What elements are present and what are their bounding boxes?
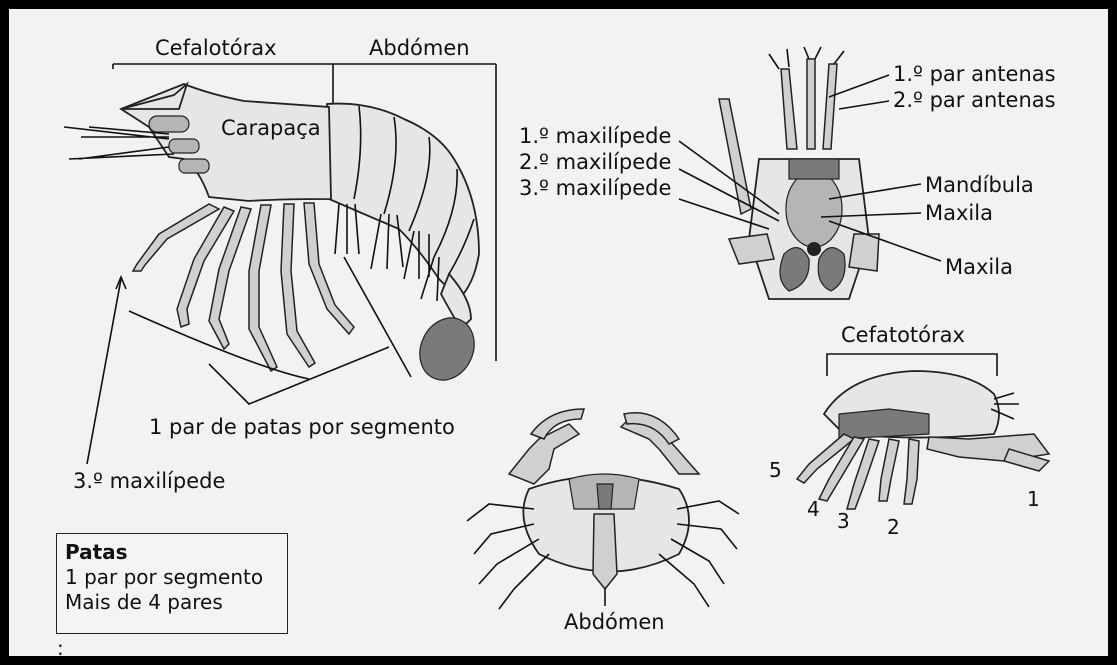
shrimp-label-abdomen: Abdómen — [369, 36, 470, 60]
crab-illustration: Abdómen — [466, 408, 740, 634]
shrimp-label-cephalothorax: Cefalotórax — [155, 36, 277, 60]
shrimp-abdomen — [326, 102, 480, 301]
crab-right-pincer — [623, 412, 681, 445]
mouthparts-right-maxilliped — [848, 233, 880, 272]
mouthparts-head — [788, 158, 840, 180]
hermit-leg-4 — [817, 436, 866, 502]
antenna-stalk-1 — [780, 68, 798, 150]
label-first-maxilliped: 1.º maxilípede — [519, 124, 671, 148]
maxilla-left — [779, 247, 810, 292]
diagram-canvas: Cefalotórax Abdómen Carapaça 1 par de pa… — [57, 36, 1056, 656]
shrimp-leg-4 — [248, 204, 278, 373]
antennae-leaders — [828, 74, 890, 110]
shrimp-label-maxilliped: 3.º maxilípede — [73, 469, 225, 493]
crab-label-abdomen: Abdómen — [564, 610, 665, 634]
label-maxila-2: Maxila — [945, 255, 1013, 279]
antenna-stalk-2 — [806, 58, 816, 150]
mandible-maxila-leaders — [820, 183, 942, 262]
shrimp-bracket — [112, 63, 497, 361]
antenna-base-2 — [178, 158, 210, 174]
shrimp-eye — [148, 115, 190, 133]
shrimp-leg-5 — [280, 203, 316, 369]
hermit-leg-2 — [878, 438, 900, 502]
shrimp-illustration: Cefalotórax Abdómen Carapaça 1 par de pa… — [63, 36, 497, 493]
mouth-opening — [807, 242, 821, 256]
shrimp-tail-fan — [419, 317, 475, 381]
hermit-leg-3 — [846, 438, 880, 510]
hermit-underside — [838, 408, 930, 440]
legs-pointer — [208, 346, 390, 405]
hermit-bracket — [826, 353, 998, 376]
shrimp-rostrum — [120, 81, 189, 110]
shrimp-leg-2 — [176, 206, 236, 329]
shrimp-leg-1 — [131, 203, 221, 272]
legend-title: Patas — [65, 540, 128, 564]
maxilliped-leaders — [678, 140, 780, 230]
crab-left-pincer — [529, 408, 586, 440]
hermit-leg-number-1: 1 — [1027, 487, 1040, 511]
hermit-label-cephalothorax: Cefatotórax — [841, 323, 965, 347]
legs-curve — [128, 310, 310, 380]
hermit-leg-number-5: 5 — [769, 458, 782, 482]
shrimp-leg-3 — [208, 206, 252, 351]
crab-left-claw-arm — [507, 423, 581, 485]
label-maxila-1: Maxila — [925, 201, 993, 225]
label-first-antennae: 1.º par antenas — [893, 62, 1056, 86]
label-third-maxilliped: 3.º maxilípede — [519, 176, 671, 200]
hermit-illustration: Cefatotórax 1 2 3 4 5 — [769, 323, 1051, 539]
legend-line-2: Mais de 4 pares — [65, 590, 223, 614]
maxilla-right — [817, 247, 846, 292]
mouthparts-left-maxilliped — [727, 233, 775, 265]
abdomen-segments — [353, 105, 475, 275]
crab-right-legs — [658, 500, 740, 608]
maxilliped-arrow — [86, 274, 127, 465]
crab-abdomen-flap — [592, 513, 618, 591]
shrimp-leg-6 — [303, 202, 355, 336]
hermit-leg-number-2: 2 — [887, 515, 900, 539]
footer-mark: : — [57, 636, 64, 656]
legend-box: Patas 1 par por segmento Mais de 4 pares — [56, 533, 288, 634]
hermit-leg-2b — [903, 438, 920, 505]
shrimp-label-carapace: Carapaça — [221, 116, 321, 140]
label-mandible: Mandíbula — [925, 173, 1034, 197]
legs-pointer-2 — [343, 256, 412, 378]
mouthparts-left-appendage — [718, 98, 752, 216]
shrimp-swimmerets — [334, 203, 440, 302]
shrimp-antennae — [63, 126, 175, 160]
antenna-tips — [768, 46, 845, 70]
antenna-base — [168, 138, 200, 154]
shrimp-carapace — [119, 83, 332, 202]
crab-left-legs — [466, 503, 550, 610]
hermit-antennae — [990, 392, 1019, 420]
label-second-antennae: 2.º par antenas — [893, 88, 1056, 112]
hermit-leg-number-4: 4 — [807, 497, 820, 521]
legend-line-1: 1 par por segmento — [65, 565, 264, 589]
mandible-shape — [785, 170, 843, 248]
shrimp-label-legs: 1 par de patas por segmento — [149, 415, 455, 439]
mouthparts-illustration: 1.º par antenas 2.º par antenas 1.º maxi… — [519, 46, 1056, 300]
figure-frame: Cefalotórax Abdómen Carapaça 1 par de pa… — [9, 9, 1108, 656]
crab-mouth-center — [596, 483, 614, 510]
label-second-maxilliped: 2.º maxilípede — [519, 150, 671, 174]
hermit-claw-tip — [1002, 448, 1051, 472]
antenna-stalk-3 — [822, 63, 838, 150]
hermit-leg-number-3: 3 — [837, 509, 850, 533]
